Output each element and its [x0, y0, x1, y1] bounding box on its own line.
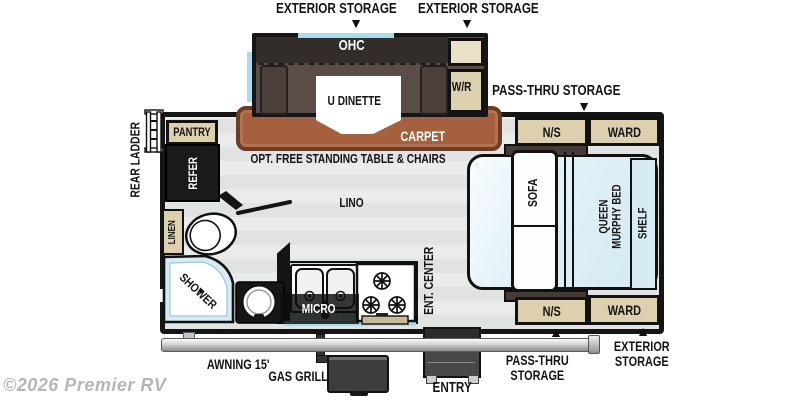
exterior-storage-cabinet — [448, 38, 484, 66]
refrigerator — [165, 144, 220, 202]
window — [298, 33, 394, 38]
bed-frame-line — [564, 152, 566, 292]
sofa-cushion-divider — [514, 225, 555, 227]
slide-line — [258, 63, 446, 65]
dinette-bench-left — [260, 65, 288, 115]
arrow-down-icon: ▼ — [577, 98, 591, 114]
entry-steps — [423, 327, 481, 378]
arrow-down-icon: ▼ — [460, 15, 474, 31]
step-foot — [426, 375, 437, 384]
arrow-up-icon: ▲ — [549, 324, 563, 340]
step-line — [427, 362, 475, 363]
gas-grill-handle — [350, 391, 368, 396]
dinette-table — [316, 76, 401, 134]
wardrobe-refer-cabinet — [448, 69, 484, 113]
nightstand-bottom — [515, 297, 588, 325]
window — [157, 289, 163, 302]
shelf — [630, 158, 657, 290]
awning-bar — [161, 338, 595, 352]
bed-frame-line — [572, 152, 574, 292]
pantry-cabinet — [166, 120, 218, 145]
awning-end-cap — [588, 335, 600, 354]
arrow-down-icon: ▼ — [349, 15, 363, 31]
wardrobe-bottom — [588, 295, 660, 325]
linen-cabinet — [162, 209, 184, 255]
gas-grill — [327, 355, 389, 393]
wardrobe-top — [588, 117, 660, 146]
window — [247, 52, 252, 102]
step-foot — [468, 375, 479, 384]
overhead-cabinet — [256, 37, 448, 63]
sofa — [511, 150, 558, 292]
arrow-up-icon: ▲ — [636, 323, 650, 339]
watermark: ©2026 Premier RV — [3, 375, 167, 395]
dinette-bench-right — [420, 65, 448, 115]
dinette-slideout — [247, 33, 488, 134]
queen-murphy-bed — [467, 154, 658, 290]
